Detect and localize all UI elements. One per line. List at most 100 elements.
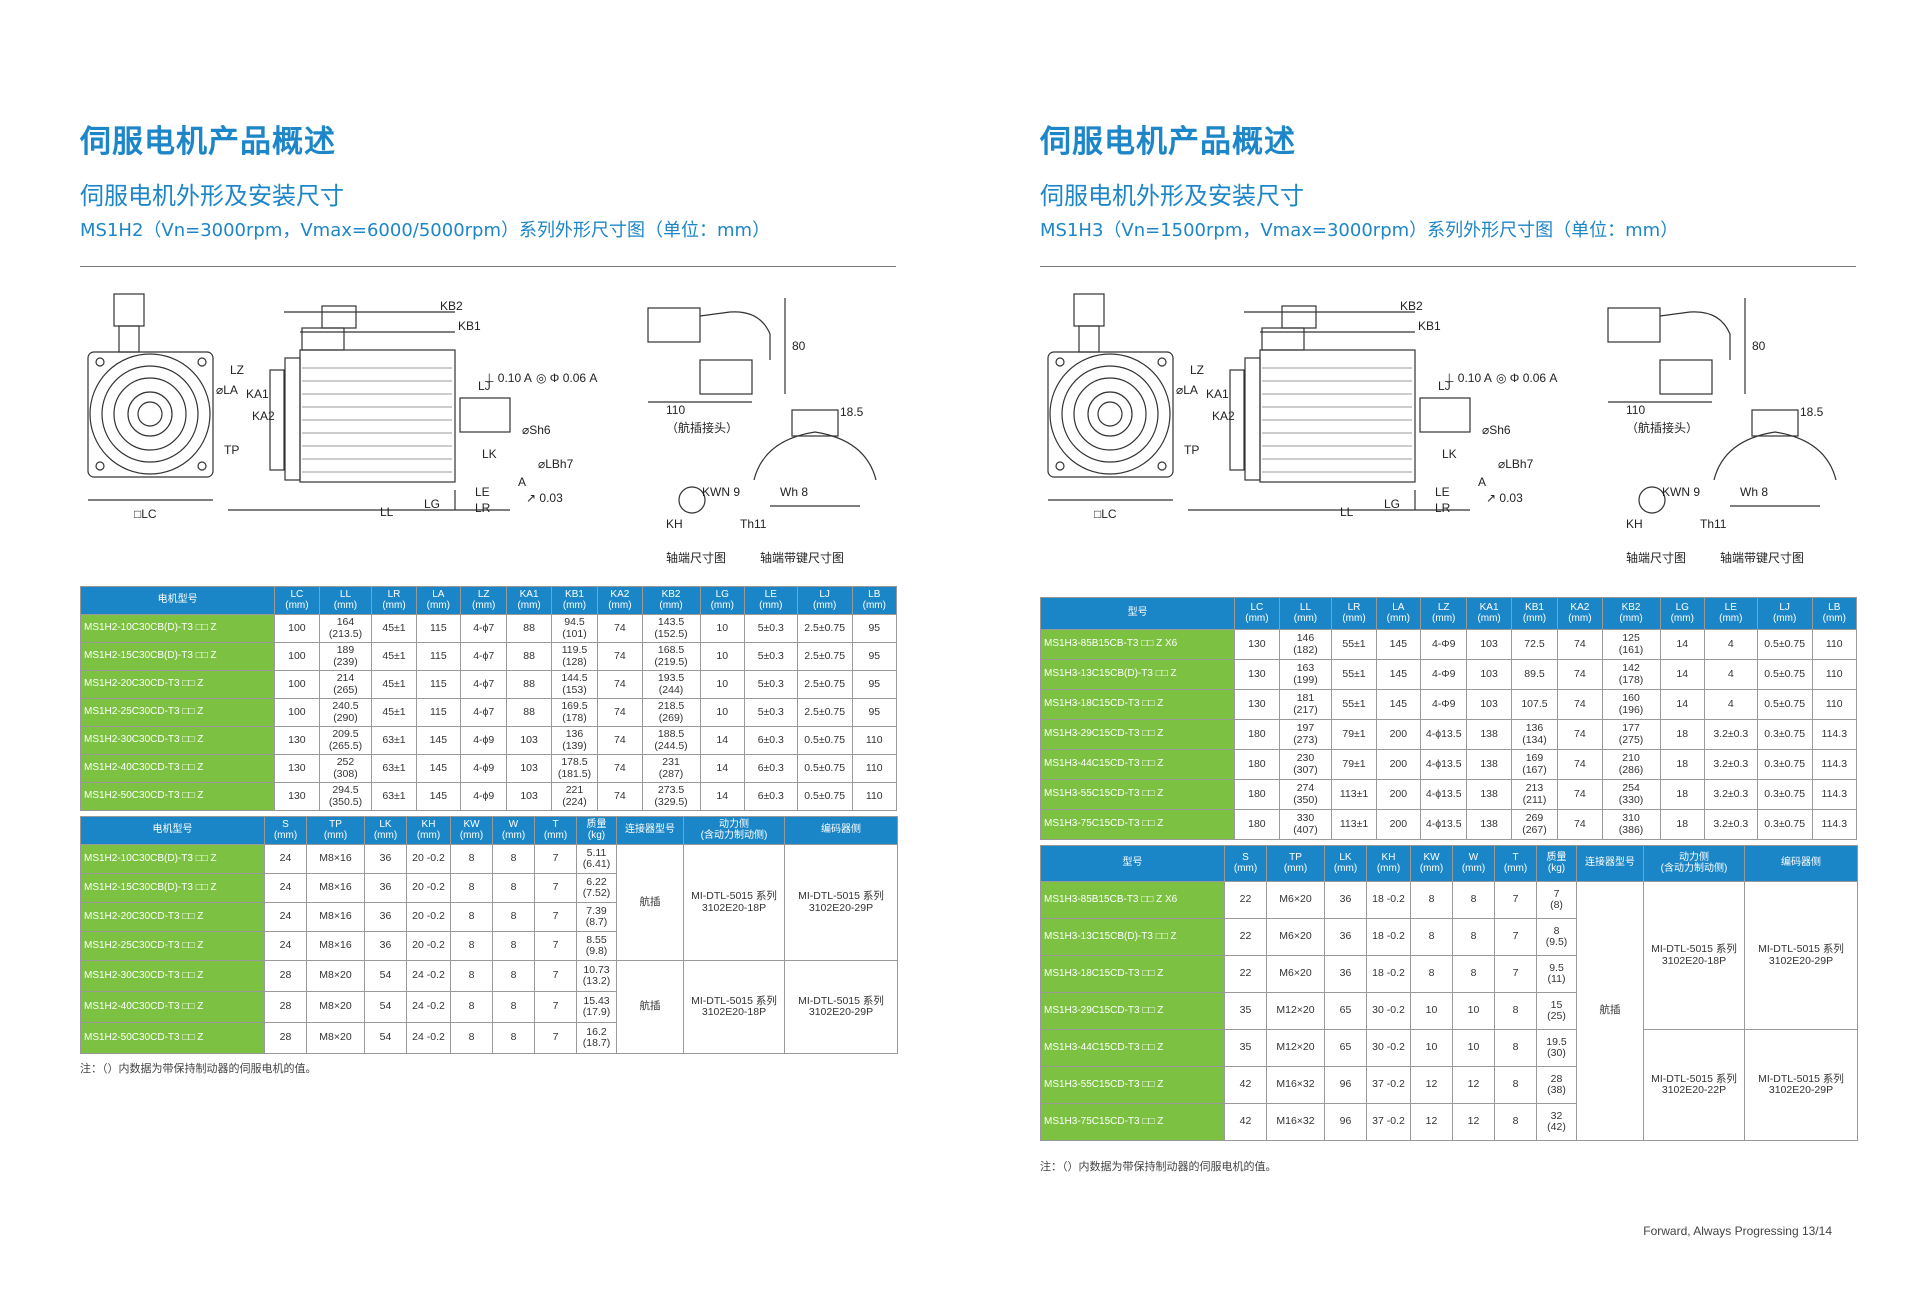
table-cell: 3.2±0.3 [1703,749,1758,780]
column-header: LL(mm) [318,586,373,615]
table-cell: 180 [1234,719,1280,750]
label-lg: LG [424,497,440,511]
label-le: LE [475,485,490,499]
table-cell: 36 [1324,918,1367,956]
table-cell: 8 [1452,881,1495,919]
label-sh6: ⌀Sh6 [1482,423,1511,437]
table-cell: M8×16 [306,902,365,932]
model-cell: MS1H2-15C30CB(D)-T3 □□ Z [79,642,276,671]
table-cell: 74 [597,614,643,643]
table-cell: 231(287) [641,754,701,783]
table-cell: M8×16 [306,844,365,874]
table-cell: M8×16 [306,873,365,903]
table-cell: 145 [1375,629,1422,660]
model-cell: MS1H3-85B15CB-T3 □□ Z X6 [1040,881,1225,919]
label-tol3: ↗ 0.03 [526,491,563,505]
table-cell: 74 [597,726,643,755]
table-cell: 24 [264,902,307,932]
table-note: 注：（）内数据为带保持制动器的伺服电机的值。 [1040,1160,1277,1173]
table-cell: 36 [364,844,407,874]
table-cell: 6±0.3 [743,726,798,755]
table-cell: 24 -0.2 [406,991,451,1023]
table-cell: 119.5(128) [550,642,599,671]
table-cell: 181(217) [1278,689,1333,720]
column-header: LR(mm) [1331,597,1377,630]
table-cell: 8 [1494,1066,1537,1104]
model-cell: MS1H3-13C15CB(D)-T3 □□ Z [1040,918,1225,956]
table-cell: 28(38) [1536,1066,1577,1104]
model-cell: MS1H3-75C15CD-T3 □□ Z [1040,1103,1225,1141]
table-cell: 269(267) [1510,809,1559,840]
table-cell: 7(8) [1536,881,1577,919]
label-lc: □LC [1094,507,1117,521]
table-cell: 18 -0.2 [1366,918,1411,956]
table-cell: 8 [492,931,535,961]
table-cell: 74 [597,698,643,727]
column-header: KA1(mm) [506,586,552,615]
column-header: S(mm) [1224,845,1267,882]
table-cell: 88 [506,670,552,699]
table-cell: 145 [415,726,462,755]
table-cell: 63±1 [371,754,417,783]
table-cell: 24 [264,873,307,903]
table-cell: 8 [450,931,493,961]
table-cell: 115 [415,642,462,671]
table-cell: 65 [1324,992,1367,1030]
column-header: LG(mm) [699,586,745,615]
table-cell: 10.73(13.2) [576,960,617,992]
label-lbh7: ⌀LBh7 [1498,457,1534,471]
table-cell: 10 [1452,992,1495,1030]
column-header: KH(mm) [406,816,451,845]
table-cell: 7 [534,873,577,903]
column-header: 连接器型号 [616,816,684,845]
table-cell: 8(9.5) [1536,918,1577,956]
table-cell: 14 [1659,689,1705,720]
table-cell: 110 [851,726,898,755]
table-cell: 18 [1659,779,1705,810]
column-header: 型号 [1039,597,1236,630]
table-cell: 8 [492,873,535,903]
table-cell: 130 [1234,659,1280,690]
label-ll: LL [1340,505,1354,519]
table-cell: 4 [1703,629,1758,660]
table-cell: 164(213.5) [318,614,373,643]
table-cell: 145 [415,782,462,811]
table-cell: 0.5±0.75 [1756,659,1813,690]
table-cell: 74 [1557,809,1603,840]
table-cell: 7 [534,960,577,992]
table-cell: 4-ϕ9 [459,782,508,811]
model-cell: MS1H3-55C15CD-T3 □□ Z [1040,1066,1225,1104]
table-cell: 209.5(265.5) [318,726,373,755]
table-cell: 103 [1466,659,1512,690]
table-cell: 103 [506,726,552,755]
table-cell: M16×32 [1266,1066,1325,1104]
label-lz: LZ [230,363,244,377]
table-cell: 0.3±0.75 [1756,779,1813,810]
table-cell: 74 [597,670,643,699]
table-cell: 7 [1494,955,1537,993]
table-cell: 210(286) [1601,749,1661,780]
table-cell: 197(273) [1278,719,1333,750]
table-cell: 18 [1659,749,1705,780]
column-header: LB(mm) [1811,597,1858,630]
table-cell: 14 [699,754,745,783]
table-cell: 15.43(17.9) [576,991,617,1023]
table-cell: M8×20 [306,991,365,1023]
label-tol2: ◎ Φ 0.06 A [536,371,597,385]
table-cell: 74 [597,782,643,811]
model-cell: MS1H2-20C30CD-T3 □□ Z [80,902,265,932]
model-cell: MS1H2-10C30CB(D)-T3 □□ Z [80,844,265,874]
table-cell: 130 [1234,689,1280,720]
table-cell: 113±1 [1331,809,1377,840]
column-header: LK(mm) [364,816,407,845]
label-wh8: Wh 8 [1740,485,1768,499]
table-cell: 12 [1452,1066,1495,1104]
column-header: 电机型号 [79,586,276,615]
table-cell: 2.5±0.75 [796,670,853,699]
table-cell: 0.5±0.75 [796,754,853,783]
